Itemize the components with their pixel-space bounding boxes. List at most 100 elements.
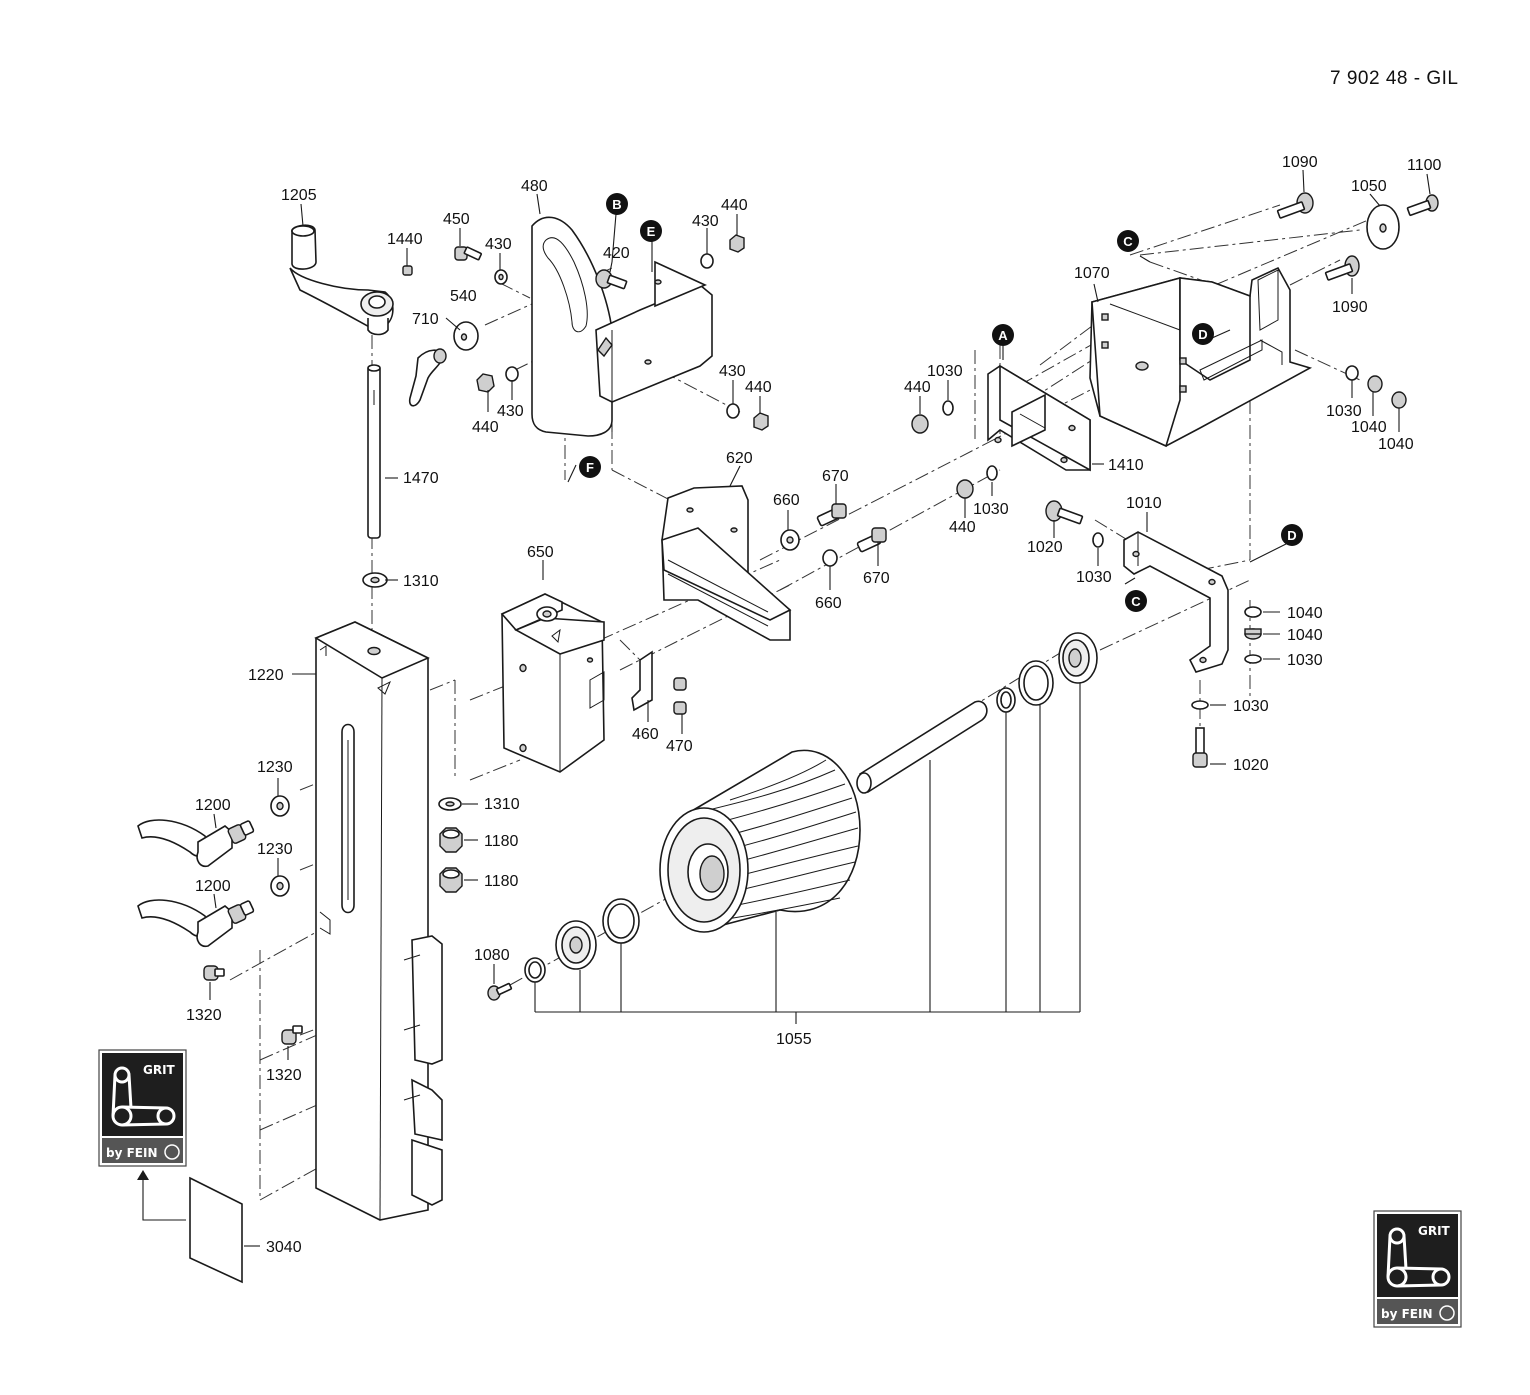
- label-1205: 1205: [281, 187, 317, 204]
- ref-marker-c-bottom: C: [1125, 590, 1147, 612]
- svg-text:D: D: [1198, 327, 1207, 342]
- lock-lever-710: [408, 348, 447, 407]
- label-620: 620: [726, 450, 753, 467]
- washer-1030-a: [942, 400, 954, 416]
- label-1055: 1055: [776, 1031, 812, 1048]
- label-1040-b: 1040: [1378, 436, 1414, 453]
- label-430-a: 430: [485, 236, 512, 253]
- part-labels: 1205 1440 710 1470 1310 1220 1230 1200 1…: [186, 154, 1442, 1256]
- screw-670-lower: [856, 527, 887, 553]
- label-1200-upper: 1200: [195, 797, 231, 814]
- label-670-lower: 670: [863, 570, 890, 587]
- washer-430-b: [700, 253, 714, 269]
- screw-470-upper: [673, 677, 687, 691]
- washer-1310-lower: [438, 797, 462, 811]
- retaining-ring-large: [1018, 660, 1054, 706]
- screw-450: [454, 246, 482, 261]
- label-710: 710: [412, 311, 439, 328]
- label-440-c: 440: [745, 379, 772, 396]
- label-1320-right: 1320: [266, 1067, 302, 1084]
- label-440-a: 440: [721, 197, 748, 214]
- label-1220: 1220: [248, 667, 284, 684]
- svg-text:C: C: [1131, 594, 1141, 609]
- label-1320-left: 1320: [186, 1007, 222, 1024]
- label-1030-b: 1030: [973, 501, 1009, 518]
- label-1470: 1470: [403, 470, 439, 487]
- label-430-b: 430: [692, 213, 719, 230]
- svg-text:B: B: [612, 197, 621, 212]
- bearing-left: [555, 920, 597, 970]
- label-1030-a: 1030: [927, 363, 963, 380]
- washer-1030-r1: [1345, 365, 1359, 381]
- label-480: 480: [521, 178, 548, 195]
- grit-by-fein-logo-corner: GRIT by FEIN: [1373, 1210, 1462, 1328]
- label-450: 450: [443, 211, 470, 228]
- screw-1090-mid: [1324, 255, 1360, 281]
- svg-text:A: A: [998, 328, 1008, 343]
- washer-1230-lower: [270, 875, 290, 897]
- label-1040-d: 1040: [1287, 627, 1323, 644]
- screw-670-upper: [816, 503, 847, 527]
- label-1180-upper: 1180: [484, 833, 519, 850]
- disc-1050: [1366, 204, 1400, 250]
- label-1410: 1410: [1108, 457, 1144, 474]
- label-1030-c: 1030: [1326, 403, 1362, 420]
- label-1310-top: 1310: [403, 573, 439, 590]
- washer-1030-c: [1092, 532, 1104, 548]
- ref-marker-d-right: D: [1281, 524, 1303, 546]
- label-1200-lower: 1200: [195, 878, 231, 895]
- washer-430-c: [505, 366, 519, 382]
- drum-roller: [659, 749, 861, 933]
- nut-440-d: [911, 414, 929, 434]
- label-430-c: 430: [497, 403, 524, 420]
- ref-marker-d-top: D: [1192, 323, 1214, 345]
- retaining-ring-left: [602, 898, 640, 944]
- label-1310-lower: 1310: [484, 796, 520, 813]
- label-3040: 3040: [266, 1239, 302, 1256]
- svg-text:E: E: [647, 224, 656, 239]
- screw-1020-a: [1045, 500, 1084, 525]
- callout-bracket-1055: [534, 683, 1081, 1024]
- stack-1040-1030: [1191, 606, 1262, 710]
- label-660-lower: 660: [815, 595, 842, 612]
- washer-left-small: [524, 957, 546, 983]
- washer-660-upper: [780, 529, 800, 551]
- svg-text:D: D: [1287, 528, 1296, 543]
- nut-440-c: [753, 412, 769, 431]
- svg-text:GRIT: GRIT: [1418, 1224, 1451, 1238]
- label-1180-lower: 1180: [484, 873, 519, 890]
- label-1040-c: 1040: [1287, 605, 1323, 622]
- clamp-lever-1200-lower: [137, 899, 255, 948]
- label-1090-mid: 1090: [1332, 299, 1368, 316]
- shaft: [856, 700, 988, 794]
- clip-460: [631, 650, 653, 712]
- grit-by-fein-logo: GRIT by FEIN: [98, 1049, 187, 1167]
- label-1070: 1070: [1074, 265, 1110, 282]
- label-440-e: 440: [949, 519, 976, 536]
- ref-marker-e: E: [640, 220, 662, 242]
- leader-lines: [209, 169, 1431, 1247]
- bearing-right: [1058, 632, 1098, 684]
- label-1010: 1010: [1126, 495, 1162, 512]
- washer-540: [453, 321, 479, 351]
- label-1030-e: 1030: [1287, 652, 1323, 669]
- nut-440-e: [956, 479, 974, 499]
- label-540: 540: [450, 288, 477, 305]
- washer-660-lower: [822, 549, 838, 567]
- label-1040-a: 1040: [1351, 419, 1387, 436]
- nut-440-b: [476, 373, 495, 393]
- label-670-upper: 670: [822, 468, 849, 485]
- label-440-d: 440: [904, 379, 931, 396]
- svg-text:by FEIN: by FEIN: [1381, 1307, 1433, 1321]
- label-460: 460: [632, 726, 659, 743]
- base-1070: [1089, 266, 1313, 448]
- housing-650: [500, 593, 605, 773]
- screw-470-lower: [673, 701, 687, 715]
- screw-1440: [402, 265, 413, 276]
- nut-1180-lower: [439, 867, 463, 893]
- ref-marker-b: B: [606, 193, 628, 215]
- document-id: 7 902 48 - GIL: [1330, 68, 1459, 89]
- svg-text:C: C: [1123, 234, 1133, 249]
- svg-text:F: F: [586, 460, 594, 475]
- label-1090-top: 1090: [1282, 154, 1318, 171]
